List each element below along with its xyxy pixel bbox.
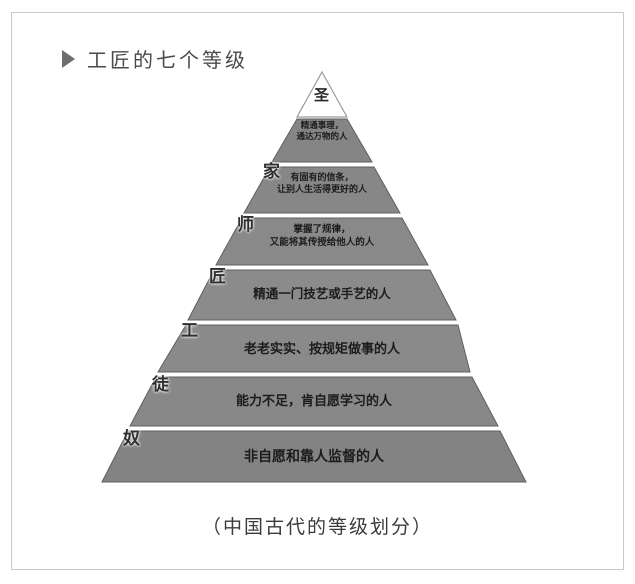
page-title: 工匠的七个等级 — [87, 48, 248, 72]
pyramid-band-desc-5: 老老实实、按规矩做事的人 — [243, 342, 400, 357]
pyramid-level-label-6: 徒 — [152, 375, 169, 395]
pyramid-band-desc-3-line1: 掌握了规律， — [293, 224, 351, 235]
pyramid-band-desc-1-line2: 通达万物的人 — [296, 132, 348, 143]
pyramid-level-label-3: 师 — [237, 215, 254, 235]
pyramid-level-label-5: 工 — [181, 321, 198, 341]
pyramid-band-desc-3-line2: 又能将其传授给他人的人 — [269, 236, 375, 248]
pyramid-band-desc-2-line2: 让别人生活得更好的人 — [276, 185, 367, 196]
pyramid-level-label-2: 家 — [263, 162, 280, 182]
figure-caption: （中国古代的等级划分） — [201, 516, 433, 538]
pyramid-band-desc-7: 非自愿和靠人监督的人 — [244, 449, 384, 465]
pyramid-band-desc-6: 能力不足，肯自愿学习的人 — [235, 394, 392, 409]
pyramid-band-desc-2: 有固有的信条， 让别人生活得更好的人 — [252, 172, 392, 196]
pyramid-apex-label: 圣 — [314, 86, 330, 104]
pyramid-band-desc-1-line1: 精通事理， — [300, 121, 344, 131]
pyramid-band-desc-1: 精通事理， 通达万物的人 — [272, 121, 372, 144]
pyramid-band-desc-3: 掌握了规律， 又能将其传授给他人的人 — [232, 224, 412, 250]
page-title-row: 工匠的七个等级 — [62, 44, 248, 73]
triangle-right-icon — [62, 49, 75, 68]
pyramid-band-desc-4: 精通一门技艺或手艺的人 — [253, 286, 391, 301]
pyramid-level-label-7: 奴 — [123, 429, 140, 449]
pyramid-level-label-4: 匠 — [209, 267, 226, 287]
pyramid-band-desc-2-line1: 有固有的信条， — [290, 173, 354, 183]
